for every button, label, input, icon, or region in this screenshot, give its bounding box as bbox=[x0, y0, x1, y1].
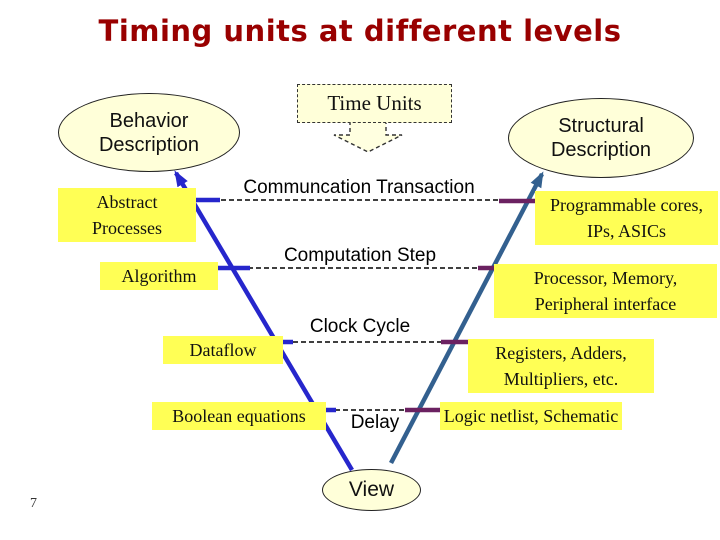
slide-title: Timing units at different levels bbox=[98, 14, 622, 48]
structural-description-label: Structural Description bbox=[550, 115, 652, 161]
behavior-axis-ticks bbox=[176, 197, 336, 413]
page-number: 7 bbox=[30, 496, 37, 511]
component-label-processor-memory: Processor, Memory, Peripheral interface bbox=[494, 264, 717, 319]
view-node: View bbox=[322, 469, 421, 511]
component-label-programmable-cores: Programmable cores, IPs, ASICs bbox=[535, 191, 718, 246]
dashed-connectors bbox=[213, 199, 503, 411]
time-unit-label-delay: Delay bbox=[350, 412, 400, 433]
time-units-label: Time Units bbox=[327, 91, 422, 115]
level-label-algorithm: Algorithm bbox=[100, 262, 218, 291]
time-unit-label-communcation-transaction: Communcation Transaction bbox=[243, 177, 475, 198]
time-unit-label-computation-step: Computation Step bbox=[283, 245, 437, 266]
time-units-down-arrow-icon bbox=[333, 120, 403, 153]
level-label-boolean-equations: Boolean equations bbox=[152, 402, 326, 431]
behavior-description-label: Behavior Description bbox=[98, 109, 200, 156]
level-label-dataflow: Dataflow bbox=[163, 336, 283, 365]
level-label-abstract-processes: Abstract Processes bbox=[58, 188, 196, 243]
component-label-registers-adders: Registers, Adders, Multipliers, etc. bbox=[468, 339, 654, 394]
view-label: View bbox=[348, 478, 395, 501]
structural-description-node: Structural Description bbox=[508, 98, 694, 178]
time-units-node: Time Units bbox=[297, 84, 452, 123]
component-label-logic-netlist: Logic netlist, Schematic bbox=[440, 402, 622, 431]
time-unit-label-clock-cycle: Clock Cycle bbox=[309, 316, 411, 337]
behavior-description-node: Behavior Description bbox=[58, 93, 240, 172]
